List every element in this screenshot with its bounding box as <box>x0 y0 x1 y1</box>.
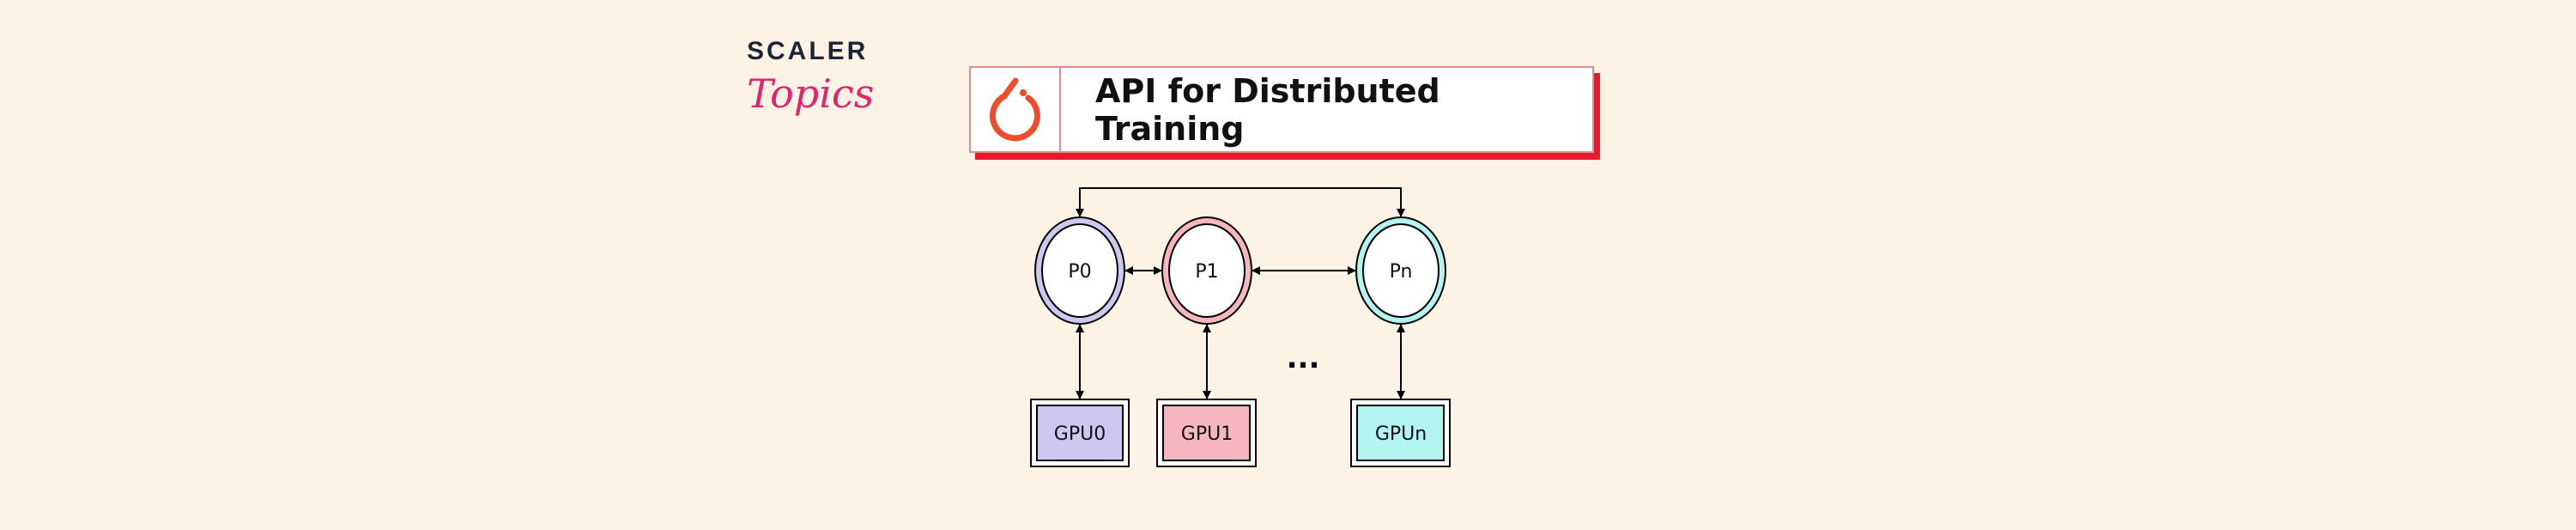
gpun-label: GPUn <box>1375 423 1427 445</box>
gpu-box-0: GPU0 <box>1030 399 1130 467</box>
gpu-box-1: GPU1 <box>1156 399 1257 467</box>
p1-label: P1 <box>1195 261 1218 283</box>
p0-label: P0 <box>1068 261 1091 283</box>
scaler-topics-logo: SCALER Topics <box>743 37 875 132</box>
pytorch-logo-icon <box>971 68 1061 151</box>
connector-p0-pn-top <box>1076 187 1405 217</box>
gpu-box-n: GPUn <box>1350 399 1451 467</box>
gpu0-label: GPU0 <box>1054 423 1106 445</box>
process-node-pn: Pn <box>1355 216 1446 325</box>
ellipsis-text: ... <box>1287 341 1320 375</box>
logo-topics-text: Topics <box>747 70 875 117</box>
process-node-p0: P0 <box>1034 216 1125 325</box>
process-node-p1: P1 <box>1161 216 1252 325</box>
logo-scaler-text: SCALER <box>747 37 869 65</box>
title-text: API for Distributed Training <box>1095 71 1440 148</box>
pn-label: Pn <box>1390 261 1413 283</box>
title-banner: API for Distributed Training <box>969 66 1594 153</box>
gpu1-label: GPU1 <box>1181 423 1233 445</box>
